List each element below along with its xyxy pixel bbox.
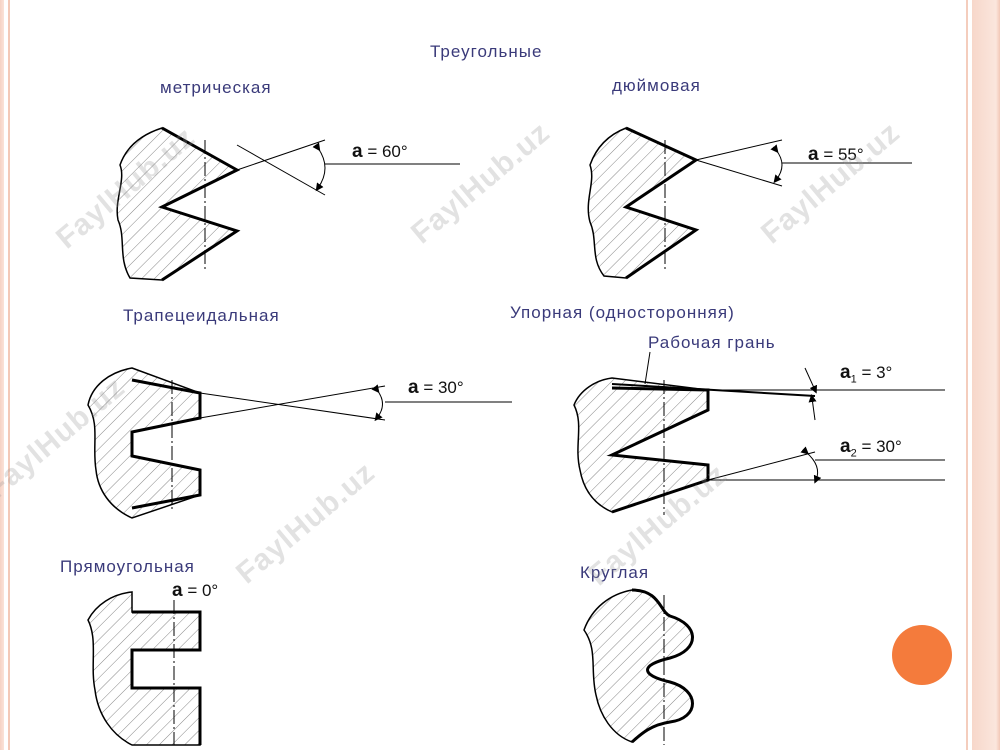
metric-profile <box>116 126 460 282</box>
inch-profile <box>587 126 912 280</box>
angle-trapezoidal: a = 30° <box>408 377 464 398</box>
angle-buttress-1: a1 = 3° <box>840 362 893 386</box>
angle-buttress-2: a2 = 30° <box>840 436 902 460</box>
slide-frame-right <box>966 0 1000 750</box>
title-triangular: Треугольные <box>430 42 543 61</box>
accent-circle <box>892 625 952 685</box>
label-trapezoidal: Трапецеидальная <box>123 306 280 325</box>
label-metric: метрическая <box>160 78 272 97</box>
label-working-face: Рабочая грань <box>648 333 776 352</box>
slide-frame-left <box>0 0 14 750</box>
angle-rectangular: a = 0° <box>172 580 219 601</box>
label-rectangular: Прямоугольная <box>60 557 195 576</box>
buttress-profile <box>573 351 945 515</box>
label-inch: дюймовая <box>612 76 701 95</box>
label-round: Круглая <box>580 563 650 582</box>
rectangular-profile <box>87 591 202 746</box>
label-buttress: Упорная (односторонняя) <box>510 303 735 322</box>
trapezoidal-profile <box>87 367 512 519</box>
round-profile <box>583 588 694 745</box>
angle-metric: a = 60° <box>352 141 408 162</box>
angle-inch: a = 55° <box>808 144 864 165</box>
